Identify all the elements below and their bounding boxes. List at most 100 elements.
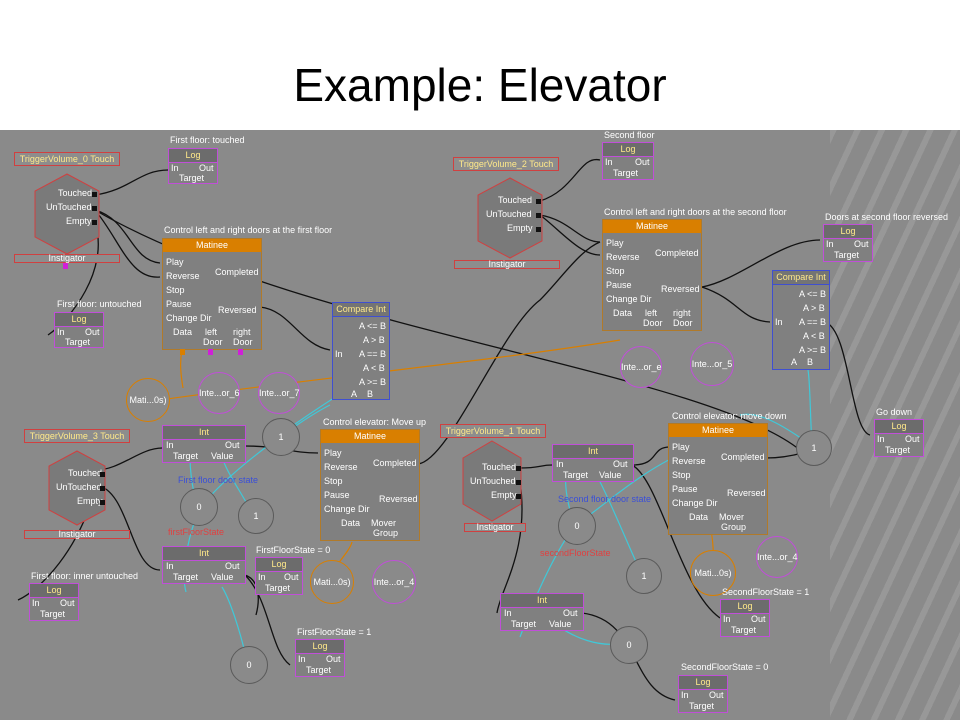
tv0-instigator-pin[interactable]	[63, 263, 68, 269]
int-constant-1[interactable]: 1	[796, 430, 832, 466]
tv2-touched: Touched	[498, 195, 533, 205]
tv3-untouched-pin[interactable]	[100, 486, 105, 491]
int-constant-1[interactable]: 1	[626, 558, 662, 594]
matinee-first-floor-doors[interactable]: Matinee Play Reverse Stop Pause Change D…	[162, 238, 262, 350]
wire	[539, 214, 601, 256]
tv2-untouched-pin[interactable]	[536, 213, 541, 218]
log-first-floor-state-0[interactable]: Log In Out Target	[255, 557, 303, 595]
mat-data: Data	[613, 308, 633, 318]
mat-play: Play	[166, 257, 184, 267]
mat-left: left	[645, 308, 658, 318]
log-doors-reversed-node[interactable]: Log In Out Target	[823, 224, 873, 262]
interp-actor-variable[interactable]: Inte...or_4	[372, 560, 416, 604]
interp-actor-variable[interactable]: Inte...or_e	[620, 346, 662, 388]
matinee-title: Matinee	[163, 239, 261, 252]
int-constant-1[interactable]: 1	[262, 418, 300, 456]
interp-actor-variable[interactable]: Inte...or_4	[756, 536, 798, 578]
mat-completed: Completed	[373, 458, 417, 468]
log-first-floor-state-1[interactable]: Log In Out Target	[295, 639, 345, 677]
compare-int-1[interactable]: Compare Int A <= B A > B A == B A < B A …	[332, 302, 390, 400]
first-floor-state-label: firstFloorState	[168, 527, 225, 537]
int-constant-0[interactable]: 0	[610, 626, 648, 664]
int-node-1[interactable]: Int In Out Target Value	[162, 425, 246, 463]
compare-int-2[interactable]: Compare Int A <= B A > B A == B A < B A …	[772, 270, 830, 370]
log-in: In	[298, 654, 306, 664]
mat-up-caption: Control elevator: Move up	[323, 417, 427, 427]
tv2-empty-pin[interactable]	[536, 227, 541, 232]
trigger-volume-2-hex[interactable]	[477, 177, 543, 259]
log-ffs1-caption: FirstFloorState = 1	[297, 627, 372, 637]
mat1-data-pin[interactable]	[180, 349, 185, 355]
mat1-right-pin[interactable]	[238, 349, 243, 355]
tv0-touched-pin[interactable]	[92, 192, 97, 197]
matinee-title: Matinee	[603, 220, 701, 233]
trigger-volume-1-hex[interactable]	[462, 440, 522, 522]
int-node-4[interactable]: Int In Out Target Value	[500, 593, 584, 631]
tv3-touched-pin[interactable]	[100, 472, 105, 477]
log-in: In	[258, 572, 266, 582]
log-second-floor-state-1[interactable]: Log In Out Target	[720, 599, 770, 637]
mat1-left-pin[interactable]	[208, 349, 213, 355]
log-out: Out	[635, 157, 650, 167]
slide-title: Example: Elevator	[293, 59, 667, 111]
int-node-3[interactable]: Int In Out Target Value	[552, 444, 634, 482]
mat-stop: Stop	[324, 476, 343, 486]
matinee-move-down[interactable]: Matinee Play Reverse Stop Pause Change D…	[668, 423, 768, 535]
mat-right: right	[673, 308, 691, 318]
tv2-touched-pin[interactable]	[536, 199, 541, 204]
first-floor-door-state-label: First floor door state	[178, 475, 259, 485]
log-target: Target	[834, 250, 860, 260]
matinee-second-floor-doors[interactable]: Matinee Play Reverse Stop Pause Change D…	[602, 219, 702, 331]
mat-play: Play	[324, 448, 342, 458]
kismet-canvas[interactable]: TriggerVolume_0 Touch Touched UnTouched …	[0, 130, 960, 720]
tv1-untouched-pin[interactable]	[516, 480, 521, 485]
int-constant-1[interactable]: 1	[238, 498, 274, 534]
interp-actor-variable[interactable]: Inte...or_6	[198, 372, 240, 414]
int-title: Int	[501, 594, 583, 608]
int-in: In	[166, 561, 174, 571]
int-target: Target	[173, 451, 199, 461]
interp-actor-variable[interactable]: Inte...or_7	[258, 372, 300, 414]
mat-data: Data	[689, 512, 709, 522]
int-constant-0[interactable]: 0	[230, 646, 268, 684]
log-second-floor-node[interactable]: Log In Out Target	[602, 142, 654, 180]
tv0-instigator: Instigator	[14, 254, 120, 263]
matinee-data-variable[interactable]: Mati...0s)	[690, 550, 736, 596]
matinee-data-link	[180, 349, 184, 389]
log-ff-untouched-node[interactable]: Log In Out Target	[54, 312, 104, 348]
interp-actor-variable[interactable]: Inte...or_5	[690, 342, 734, 386]
mat-door: Door	[643, 318, 663, 328]
int-out: Out	[225, 561, 240, 571]
wire	[244, 574, 291, 666]
int-in: In	[166, 440, 174, 450]
tv0-untouched-pin[interactable]	[92, 206, 97, 211]
int-node-2[interactable]: Int In Out Target Value	[162, 546, 246, 584]
tv0-empty-pin[interactable]	[92, 220, 97, 225]
int-title: Int	[163, 426, 245, 440]
log-second-floor-state-0[interactable]: Log In Out Target	[678, 675, 728, 713]
wire	[631, 464, 721, 619]
trigger-volume-3-hex[interactable]	[48, 450, 106, 526]
matinee-data-variable[interactable]: Mati...0s)	[126, 378, 170, 422]
int-constant-0[interactable]: 0	[558, 507, 596, 545]
matinee-move-up[interactable]: Matinee Play Reverse Stop Pause Change D…	[320, 429, 420, 541]
int-in: In	[504, 608, 512, 618]
mat-reverse: Reverse	[324, 462, 358, 472]
log-sfs1-caption: SecondFloorState = 1	[722, 587, 810, 597]
tv3-empty-pin[interactable]	[100, 500, 105, 505]
cmp-a: A	[351, 389, 358, 399]
log-first-floor-inner-untouched[interactable]: Log In Out Target	[29, 583, 79, 621]
log-title: Log	[55, 313, 103, 327]
int-value: Value	[211, 451, 234, 461]
matinee-data-variable[interactable]: Mati...0s)	[310, 560, 354, 604]
tv1-touched-pin[interactable]	[516, 466, 521, 471]
int-value: Value	[211, 572, 234, 582]
log-ff-touched-node[interactable]: Log In Out Target	[168, 148, 218, 184]
wire	[631, 446, 671, 466]
trigger-volume-0-hex[interactable]	[34, 173, 100, 255]
log-out: Out	[284, 572, 299, 582]
tv1-empty-pin[interactable]	[516, 494, 521, 499]
log-go-down-node[interactable]: Log In Out Target	[874, 419, 924, 457]
matinee-title: Matinee	[669, 424, 767, 437]
int-constant-0[interactable]: 0	[180, 488, 218, 526]
